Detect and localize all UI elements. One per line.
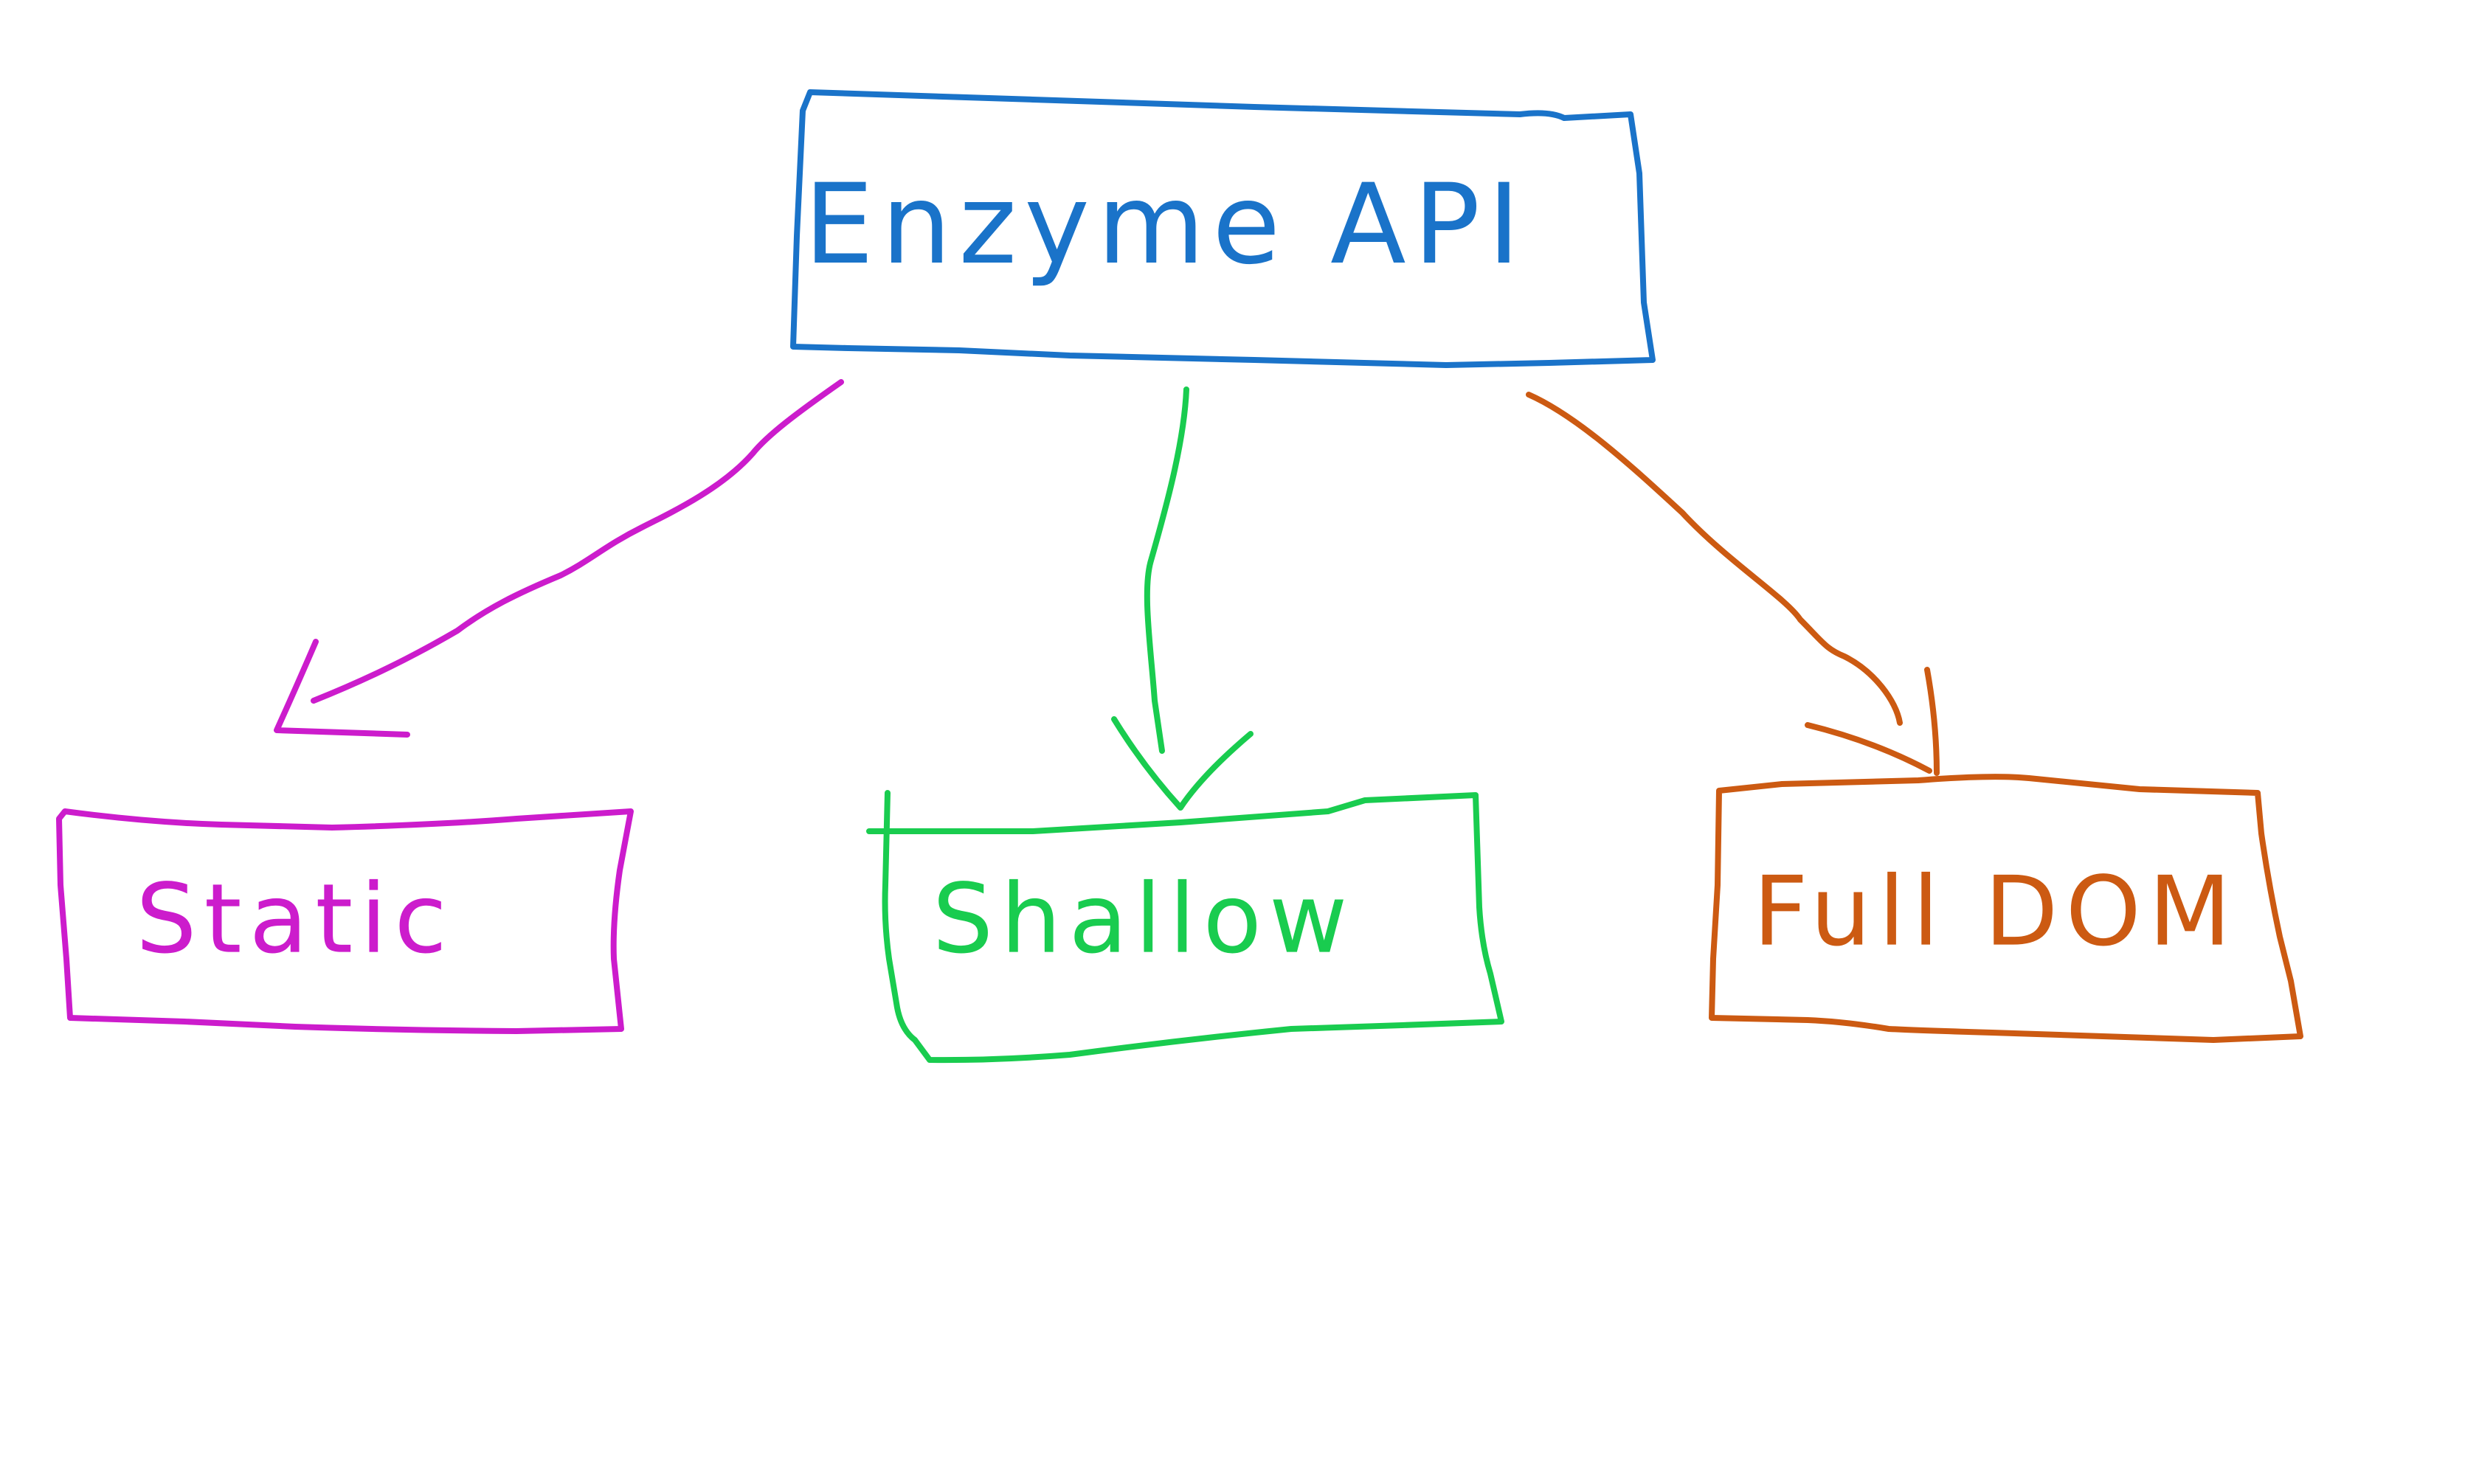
connector-full-dom xyxy=(1526,392,1940,776)
child-node-full-dom-label: Full DOM xyxy=(1753,856,2238,968)
child-node-static: Static xyxy=(56,808,634,1034)
connector-full-dom-line xyxy=(1526,392,1903,726)
connector-full-dom-arrowhead xyxy=(1805,667,1940,776)
child-node-shallow-box xyxy=(866,790,1504,1064)
root-node-label: Enzyme API xyxy=(804,161,1528,289)
child-node-static-box xyxy=(56,808,634,1034)
child-node-shallow: Shallow xyxy=(866,790,1504,1064)
child-node-static-label: Static xyxy=(136,863,454,975)
connector-static-arrowhead xyxy=(274,639,410,738)
root-node-box xyxy=(790,89,1656,368)
connector-static xyxy=(274,379,844,738)
connector-shallow xyxy=(1111,386,1254,811)
child-node-full-dom-box xyxy=(1709,774,2303,1043)
connector-shallow-arrowhead xyxy=(1111,716,1254,811)
child-node-full-dom: Full DOM xyxy=(1709,774,2303,1043)
root-node: Enzyme API xyxy=(790,89,1656,368)
connector-shallow-line xyxy=(1144,386,1189,754)
connector-static-line xyxy=(311,379,844,704)
child-node-shallow-label: Shallow xyxy=(933,863,1355,975)
